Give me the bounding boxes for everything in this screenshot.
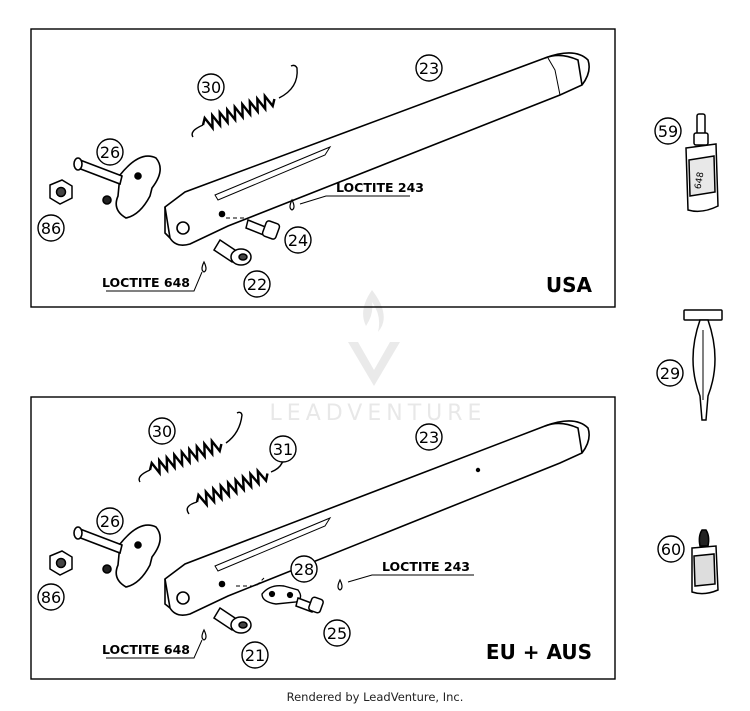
loctite-drop-243-eu (337, 578, 343, 591)
svg-text:86: 86 (41, 588, 61, 607)
callout-26-usa: 26 (96, 138, 124, 166)
callout-23-eu: 23 (415, 423, 443, 451)
loctite-648-label-usa: LOCTITE 648 (102, 275, 190, 290)
svg-text:26: 26 (100, 143, 120, 162)
callout-31: 31 (269, 435, 297, 463)
small-bottle-60 (691, 529, 719, 595)
svg-text:31: 31 (273, 440, 293, 459)
bolt-22 (212, 238, 252, 266)
callout-29: 29 (656, 359, 684, 387)
svg-text:21: 21 (245, 646, 265, 665)
callout-60: 60 (657, 535, 685, 563)
svg-text:28: 28 (294, 560, 314, 579)
region-label-eu: EU + AUS (486, 640, 592, 664)
svg-text:60: 60 (661, 540, 681, 559)
callout-30-usa: 30 (197, 73, 225, 101)
callout-86-usa: 86 (37, 214, 65, 242)
callout-30-eu: 30 (148, 417, 176, 445)
spring-30 (191, 64, 298, 138)
svg-text:86: 86 (41, 219, 61, 238)
svg-text:30: 30 (201, 78, 221, 97)
callout-86-eu: 86 (37, 583, 65, 611)
loctite-243-label-usa: LOCTITE 243 (336, 180, 424, 195)
svg-text:22: 22 (247, 275, 267, 294)
panel-usa: LOCTITE 243 LOCTITE 648 USA 23 30 26 86 … (30, 28, 616, 308)
svg-text:30: 30 (152, 422, 172, 441)
svg-text:26: 26 (100, 512, 120, 531)
side-stand-leg (164, 52, 590, 246)
callout-21: 21 (241, 641, 269, 669)
bolt-25 (295, 596, 324, 614)
callout-24: 24 (284, 226, 312, 254)
loctite-648-label-eu: LOCTITE 648 (102, 642, 190, 657)
bolt-24 (226, 217, 281, 240)
watermark-text: LEADVENTURE (270, 401, 487, 426)
watermark: LEADVENTURE (270, 290, 487, 426)
svg-text:29: 29 (660, 364, 680, 383)
footer-credit: Rendered by LeadVenture, Inc. (286, 690, 464, 704)
callout-28: 28 (290, 555, 318, 583)
spring-30-eu (138, 411, 243, 483)
bolt-21 (212, 606, 252, 634)
callout-59: 59 (654, 117, 682, 145)
side-stand-leg-eu (164, 420, 590, 616)
nut-86-eu (49, 550, 73, 576)
svg-text:24: 24 (288, 231, 308, 250)
tool-29 (683, 309, 723, 421)
svg-text:25: 25 (327, 624, 347, 643)
svg-text:23: 23 (419, 428, 439, 447)
bracket-26-eu (73, 524, 161, 588)
bracket-26 (73, 155, 161, 219)
region-label-usa: USA (546, 273, 593, 297)
panel-usa-frame (30, 28, 616, 308)
loctite-drop-243-usa (289, 198, 295, 211)
plate-28 (236, 577, 302, 605)
loctite-bottle-59: 648 (685, 113, 719, 213)
callout-25: 25 (323, 619, 351, 647)
panel-eu-aus: LOCTITE 243 LOCTITE 648 EU + AUS 23 30 3… (30, 396, 616, 680)
nut-86 (49, 179, 73, 205)
loctite-243-label-eu: LOCTITE 243 (382, 559, 470, 574)
panel-eu-frame (30, 396, 616, 680)
callout-26-eu: 26 (96, 507, 124, 535)
callout-23-usa: 23 (415, 54, 443, 82)
callout-22: 22 (243, 270, 271, 298)
svg-text:23: 23 (419, 59, 439, 78)
bottle-print: 648 (694, 171, 707, 190)
loctite-drop-648-usa (201, 260, 207, 273)
loctite-drop-648-eu (201, 628, 207, 641)
spring-31 (186, 444, 285, 515)
svg-text:59: 59 (658, 122, 678, 141)
